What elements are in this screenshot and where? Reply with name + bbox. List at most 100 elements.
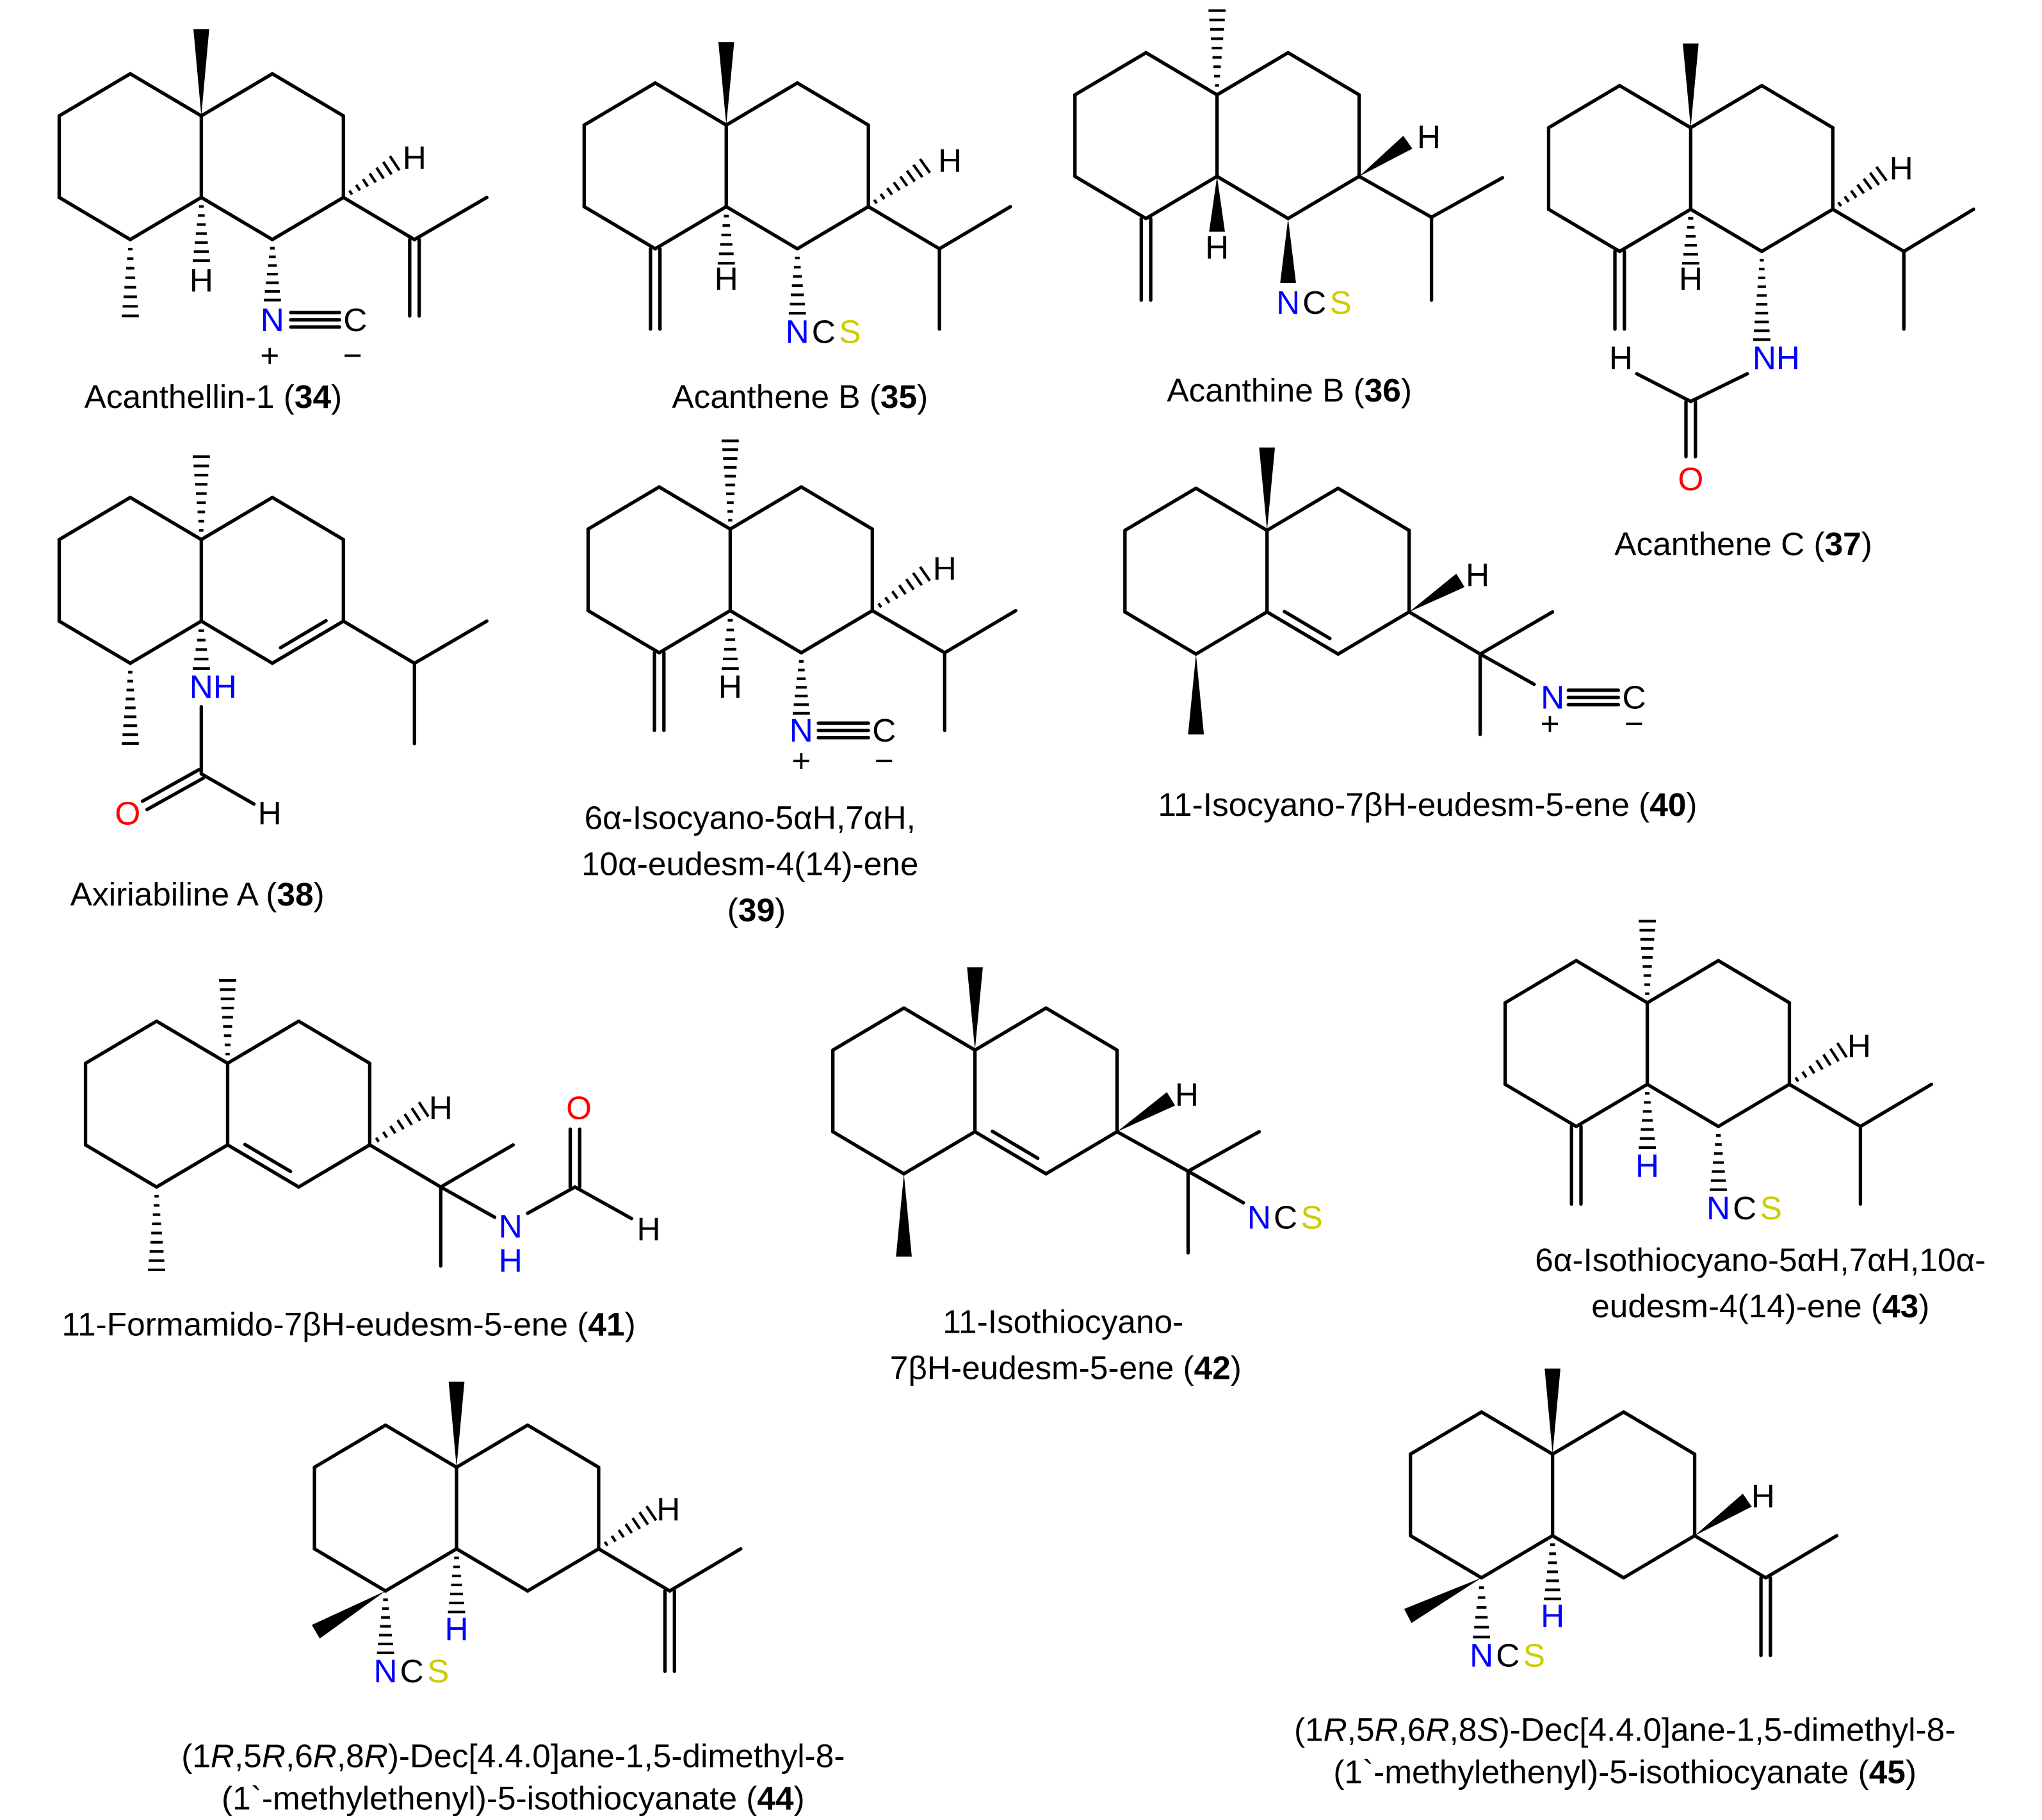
bond bbox=[1123, 486, 1198, 532]
bond bbox=[1689, 84, 1764, 130]
hash-bond bbox=[722, 439, 739, 522]
bond bbox=[1286, 51, 1361, 97]
bond bbox=[1479, 1534, 1555, 1580]
atom-label: + bbox=[791, 742, 811, 779]
bond bbox=[1550, 1410, 1626, 1456]
bond bbox=[57, 72, 133, 118]
caption-text: R bbox=[1375, 1712, 1398, 1748]
caption-text: 6α-Isocyano-5αH,7αH, bbox=[585, 800, 916, 836]
caption-text: ) bbox=[625, 1306, 636, 1343]
bond bbox=[225, 1143, 301, 1189]
bond bbox=[724, 81, 799, 127]
wedge-bond bbox=[1117, 1092, 1176, 1132]
caption-text: ,8 bbox=[337, 1738, 364, 1775]
caption-text: ) bbox=[1401, 372, 1412, 409]
bond bbox=[1550, 1534, 1626, 1580]
bond bbox=[140, 768, 201, 803]
atom-label: H bbox=[1417, 118, 1441, 155]
atom-label: H bbox=[190, 262, 213, 298]
caption-text: Axiriabiline A ( bbox=[70, 876, 277, 913]
bond bbox=[795, 205, 870, 251]
caption-text: Acanthellin-1 ( bbox=[85, 378, 295, 415]
bond bbox=[279, 619, 328, 650]
bond bbox=[795, 81, 870, 127]
bond bbox=[455, 1547, 530, 1593]
bond bbox=[573, 1185, 633, 1221]
atom-label: H bbox=[636, 1211, 660, 1247]
bond bbox=[1144, 51, 1219, 97]
hash-bond bbox=[1208, 9, 1226, 87]
decalin-skeleton bbox=[1073, 51, 1361, 220]
bond bbox=[1645, 959, 1721, 1005]
bond bbox=[1073, 174, 1148, 220]
bond bbox=[943, 608, 1017, 654]
caption-text: ,5 bbox=[1347, 1712, 1375, 1748]
decalin-skeleton bbox=[57, 72, 345, 241]
compound-caption: Acanthine B (36) bbox=[1167, 372, 1412, 409]
compound-number: 42 bbox=[1194, 1350, 1231, 1386]
atom-label: H bbox=[656, 1491, 680, 1527]
wedge-bond bbox=[311, 1591, 386, 1639]
compound-number: 39 bbox=[738, 891, 775, 928]
bond bbox=[1716, 1082, 1792, 1128]
atom-label: NH bbox=[190, 669, 237, 705]
bond bbox=[83, 1019, 159, 1066]
atom-label: C bbox=[343, 302, 367, 338]
bond bbox=[582, 81, 657, 127]
wedge-bond bbox=[1544, 1369, 1560, 1454]
caption-text: (1`-methylethenyl)-5-isothiocyanate ( bbox=[222, 1780, 757, 1816]
bond bbox=[243, 1142, 293, 1173]
compound-caption: Acanthellin-1 (34) bbox=[85, 378, 343, 415]
caption-text: ) bbox=[794, 1780, 805, 1816]
decalin-skeleton bbox=[83, 1019, 372, 1189]
bond bbox=[1621, 1410, 1697, 1456]
hash-bond bbox=[263, 247, 281, 302]
hash-bond bbox=[1473, 1586, 1491, 1639]
bond bbox=[1336, 610, 1411, 656]
hash-bond bbox=[603, 1505, 658, 1547]
bond bbox=[1144, 174, 1219, 220]
bond bbox=[1760, 84, 1835, 130]
bond bbox=[384, 1423, 458, 1469]
bond bbox=[866, 205, 941, 251]
caption-text: S bbox=[1477, 1712, 1498, 1748]
bond bbox=[653, 205, 728, 251]
caption-text: 11-Isocyano-7βH-eudesm-5-ene ( bbox=[1158, 786, 1649, 823]
decalin-skeleton bbox=[1546, 84, 1835, 254]
caption-text: )-Dec[4.4.0]ane-1,5-dimethyl-8- bbox=[1499, 1712, 1956, 1748]
bond bbox=[937, 205, 1012, 251]
bond bbox=[1787, 1082, 1863, 1128]
bond bbox=[657, 608, 733, 654]
hash-bond bbox=[1794, 1042, 1848, 1082]
compound-number: 45 bbox=[1869, 1753, 1906, 1790]
caption-text: (1 bbox=[1294, 1712, 1324, 1748]
bond bbox=[199, 772, 256, 806]
bond bbox=[270, 619, 345, 665]
bond bbox=[1409, 1534, 1484, 1580]
bond bbox=[154, 1019, 230, 1066]
bond bbox=[1478, 610, 1555, 656]
atom-label: H bbox=[1175, 1077, 1199, 1113]
bond bbox=[1546, 84, 1622, 130]
bond bbox=[1858, 1082, 1934, 1128]
atom-label: H bbox=[938, 142, 962, 179]
caption-text: ) bbox=[775, 891, 786, 928]
wedge-bond bbox=[1694, 1493, 1752, 1536]
decalin-skeleton bbox=[586, 485, 874, 654]
atom-label: O bbox=[566, 1090, 592, 1126]
hash-bond bbox=[1753, 259, 1771, 341]
atom-label: − bbox=[1625, 706, 1644, 742]
bond bbox=[225, 1019, 301, 1066]
bond bbox=[412, 619, 489, 665]
bond bbox=[57, 195, 133, 241]
bond bbox=[341, 619, 416, 665]
bond bbox=[199, 195, 275, 241]
atom-label: S bbox=[1301, 1199, 1322, 1235]
decalin-skeleton bbox=[582, 81, 870, 251]
atom-label: H bbox=[444, 1611, 468, 1647]
compound-number: 36 bbox=[1365, 372, 1401, 409]
bond bbox=[1645, 1082, 1721, 1128]
